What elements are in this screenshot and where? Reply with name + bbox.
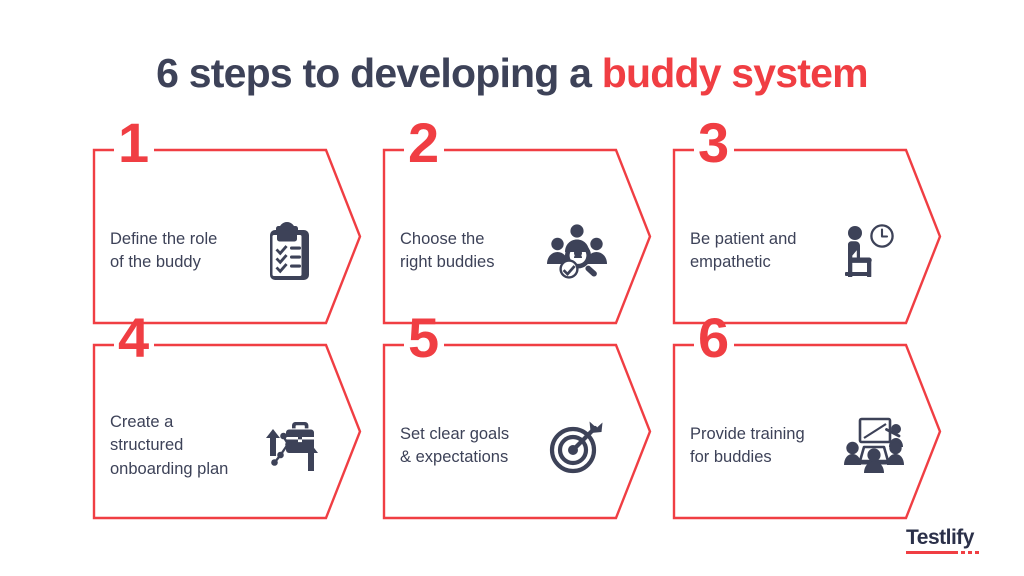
step-label: Define the role of the buddy <box>110 229 218 271</box>
step-content: Choose the right buddies <box>400 196 640 306</box>
step-number: 3 <box>698 111 729 174</box>
testlify-logo[interactable]: Testlify <box>906 527 1002 554</box>
step-card-3[interactable]: 3 Be patient and empathetic <box>672 115 942 325</box>
step-label: Choose the right buddies <box>400 229 495 271</box>
logo-underline-dot <box>961 551 965 554</box>
arrow-outline-shape <box>382 343 652 520</box>
step-number: 5 <box>408 306 439 369</box>
step-label: Provide training for buddies <box>690 424 805 466</box>
logo-underline <box>906 551 980 554</box>
step-content: Define the role of the buddy <box>110 196 350 306</box>
step-card-2[interactable]: 2 Choose the right buddies <box>382 115 652 325</box>
step-card-4[interactable]: 4 Create a structured onboarding plan <box>92 310 362 520</box>
people-search-check-icon <box>546 220 608 282</box>
step-label: Be patient and empathetic <box>690 229 797 271</box>
arrow-outline-shape <box>92 148 362 325</box>
step-number: 2 <box>408 111 439 174</box>
training-presentation-icon <box>844 415 906 477</box>
step-number: 1 <box>118 111 149 174</box>
page-title-main: 6 steps to developing a <box>156 50 602 96</box>
logo-underline-bar <box>906 551 958 554</box>
page-title: 6 steps to developing a buddy system <box>0 50 1024 97</box>
step-number: 6 <box>698 306 729 369</box>
step-card-5[interactable]: 5 Set clear goals & expectations <box>382 310 652 520</box>
arrow-outline-shape <box>672 343 942 520</box>
step-card-6[interactable]: 6 Provide training for buddies <box>672 310 942 520</box>
logo-wordmark: Testlify <box>906 526 974 549</box>
step-content: Create a structured onboarding plan <box>110 391 350 501</box>
page-title-accent: buddy system <box>601 50 869 96</box>
step-label: Set clear goals & expectations <box>400 424 510 466</box>
arrow-outline-shape <box>382 148 652 325</box>
step-number: 4 <box>118 306 149 369</box>
arrow-outline-shape <box>672 148 942 325</box>
step-card-1[interactable]: 1 Define the role of the buddy <box>92 115 362 325</box>
logo-underline-dot <box>975 551 979 554</box>
briefcase-growth-path-icon <box>266 415 328 477</box>
clipboard-checklist-icon <box>256 220 318 282</box>
step-content: Provide training for buddies <box>690 391 930 501</box>
arrow-outline-shape <box>92 343 362 520</box>
target-arrow-icon <box>546 415 608 477</box>
logo-underline-dot <box>968 551 972 554</box>
step-content: Be patient and empathetic <box>690 196 930 306</box>
step-label: Create a structured onboarding plan <box>110 412 229 478</box>
seated-person-clock-icon <box>836 220 898 282</box>
step-content: Set clear goals & expectations <box>400 391 640 501</box>
steps-grid: 1 Define the role of the buddy <box>92 115 962 520</box>
